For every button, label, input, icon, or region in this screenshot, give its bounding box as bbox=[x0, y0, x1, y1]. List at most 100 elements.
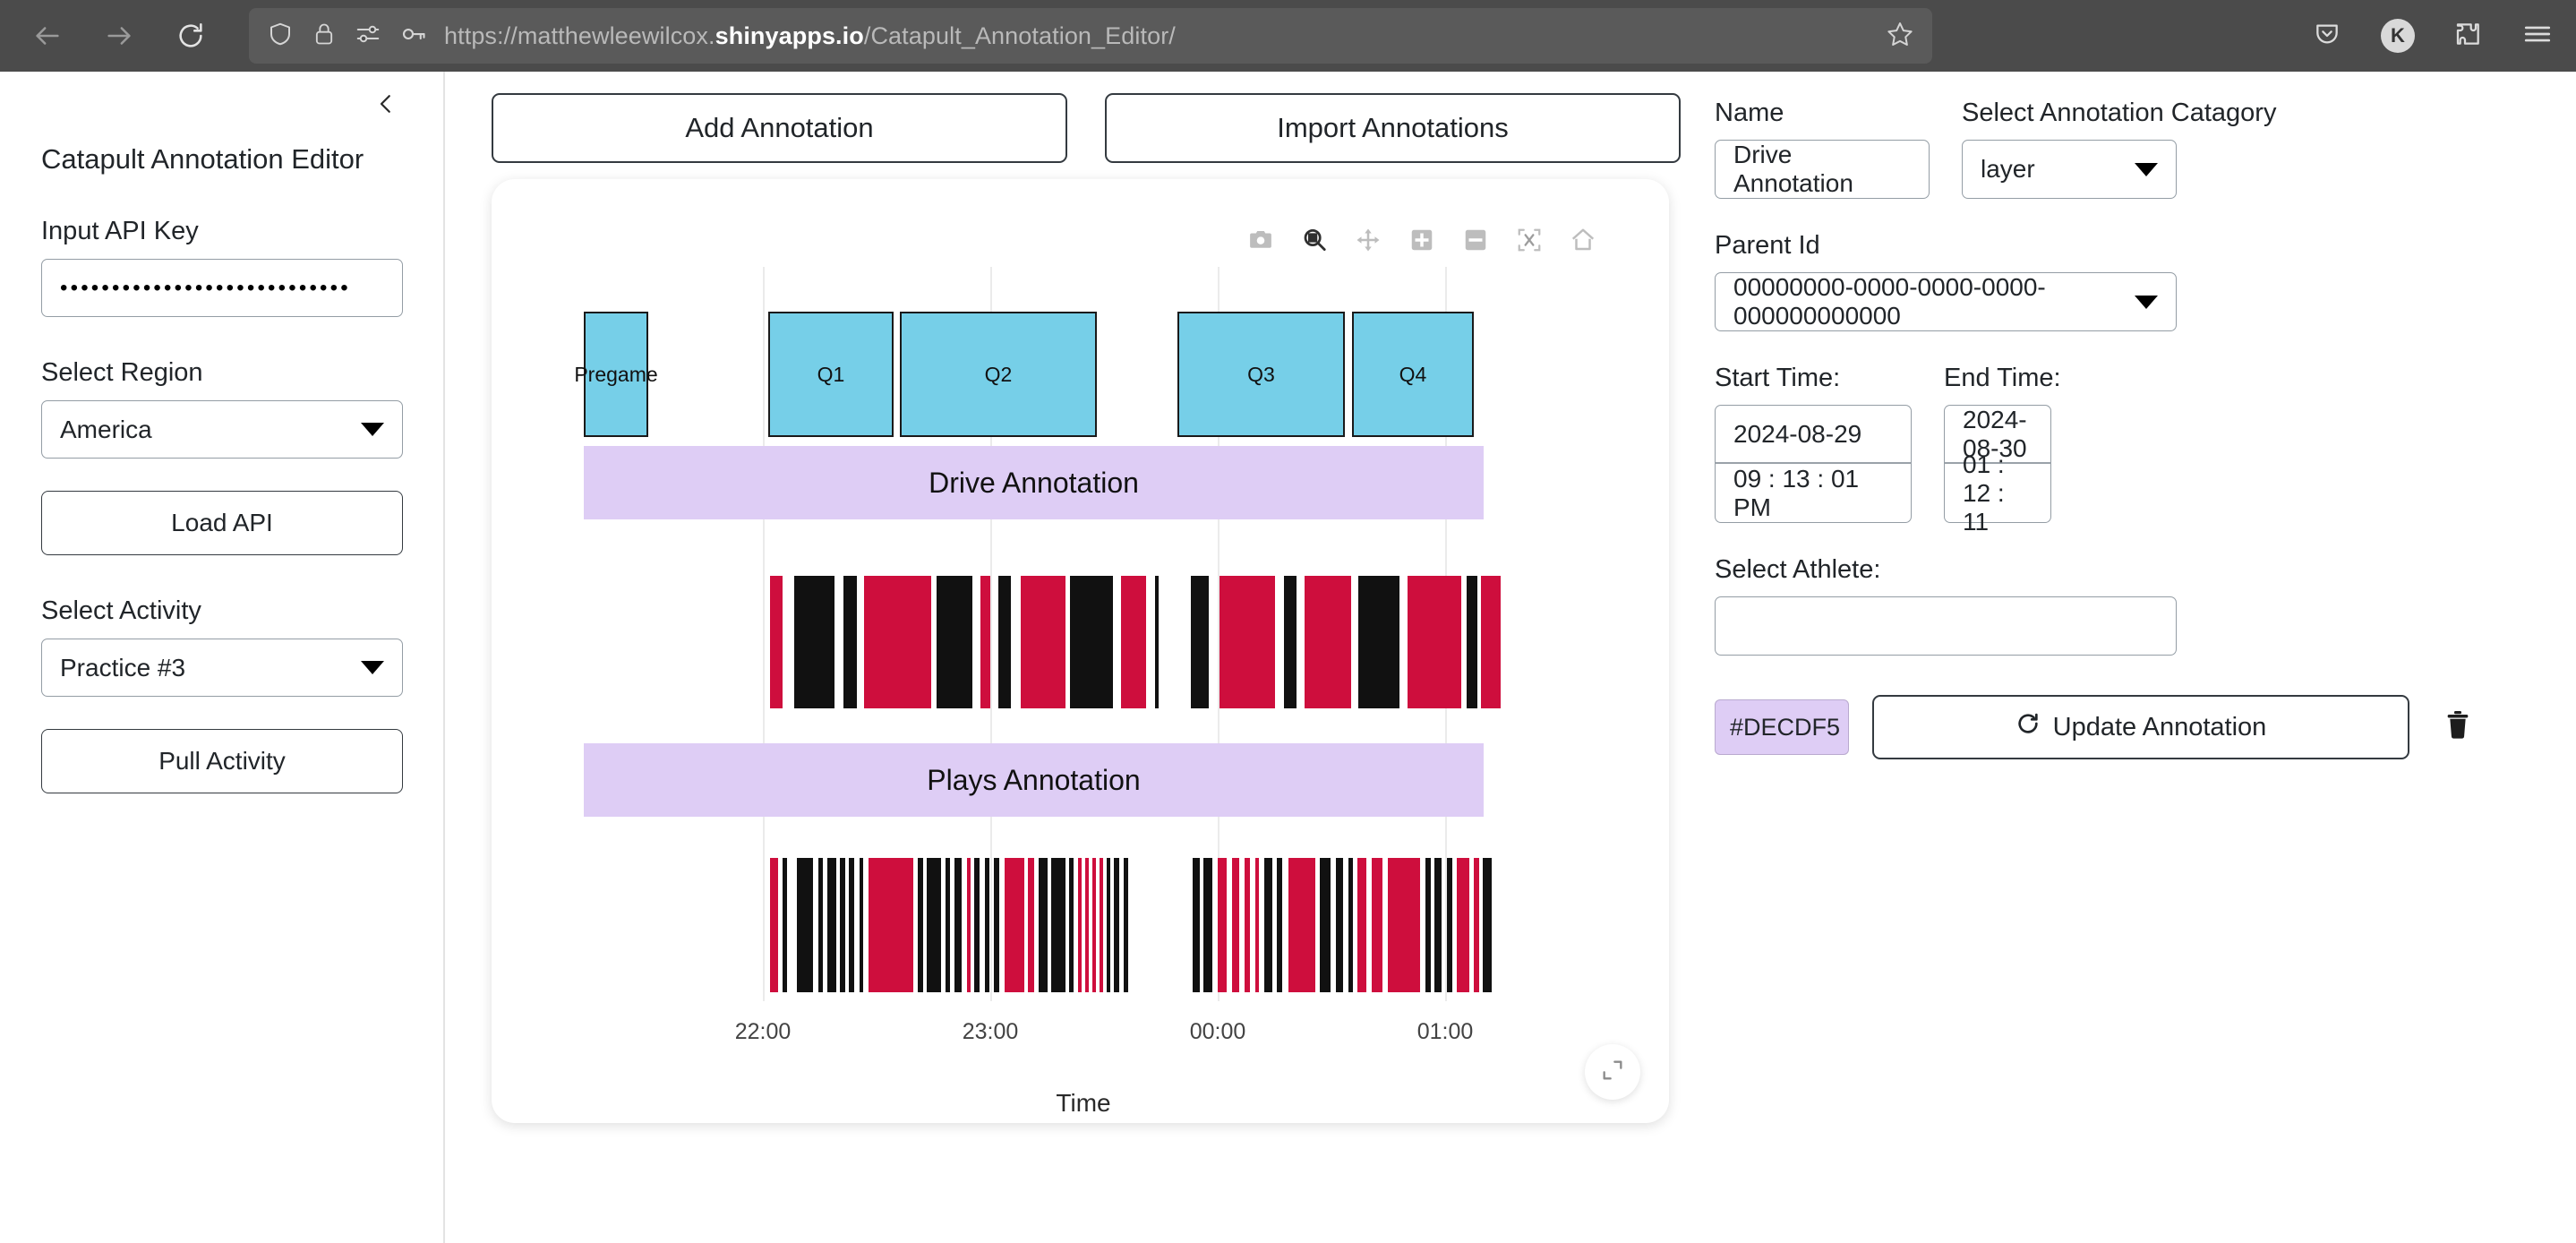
account-avatar[interactable]: K bbox=[2381, 19, 2415, 53]
star-bookmark-icon[interactable] bbox=[1886, 20, 1914, 53]
permissions-sliders-icon[interactable] bbox=[355, 21, 381, 52]
annotation-band[interactable]: Plays Annotation bbox=[584, 743, 1484, 817]
plays-event-bar[interactable] bbox=[1336, 858, 1343, 992]
drive-event-bar[interactable] bbox=[1481, 576, 1501, 708]
plays-event-bar[interactable] bbox=[797, 858, 813, 992]
sidebar-collapse-button[interactable] bbox=[368, 88, 404, 124]
plays-event-bar[interactable] bbox=[770, 858, 778, 992]
plays-event-bar[interactable] bbox=[1232, 858, 1239, 992]
plays-event-bar[interactable] bbox=[927, 858, 941, 992]
plays-event-bar[interactable] bbox=[1124, 858, 1128, 992]
plays-event-bar[interactable] bbox=[1193, 858, 1200, 992]
plays-event-bar[interactable] bbox=[840, 858, 845, 992]
plays-event-bar[interactable] bbox=[1348, 858, 1353, 992]
plays-event-bar[interactable] bbox=[1277, 858, 1282, 992]
plays-event-bar[interactable] bbox=[1114, 858, 1119, 992]
start-date-input[interactable]: 2024-08-29 bbox=[1715, 405, 1912, 464]
annotation-band[interactable]: Drive Annotation bbox=[584, 446, 1484, 519]
pocket-icon[interactable] bbox=[2313, 20, 2341, 53]
plays-event-bar[interactable] bbox=[849, 858, 854, 992]
drive-event-bar[interactable] bbox=[1284, 576, 1297, 708]
zoom-in-icon[interactable] bbox=[1408, 226, 1436, 254]
drive-event-bar[interactable] bbox=[1191, 576, 1209, 708]
plays-event-bar[interactable] bbox=[1085, 858, 1089, 992]
pull-activity-button[interactable]: Pull Activity bbox=[41, 729, 403, 793]
end-clock-input[interactable]: 01 : 12 : 11 bbox=[1944, 450, 2051, 536]
plays-event-bar[interactable] bbox=[1288, 858, 1315, 992]
drive-event-bar[interactable] bbox=[998, 576, 1011, 708]
plays-event-bar[interactable] bbox=[1357, 858, 1366, 992]
update-annotation-button[interactable]: Update Annotation bbox=[1872, 695, 2409, 759]
camera-download-icon[interactable] bbox=[1246, 226, 1275, 254]
parent-id-select[interactable]: 00000000-0000-0000-0000-000000000000 bbox=[1715, 272, 2177, 331]
plays-event-bar[interactable] bbox=[1372, 858, 1382, 992]
category-select[interactable]: layer bbox=[1962, 140, 2177, 199]
plays-event-bar[interactable] bbox=[1434, 858, 1442, 992]
plays-event-bar[interactable] bbox=[827, 858, 836, 992]
plays-event-bar[interactable] bbox=[1218, 858, 1227, 992]
key-icon[interactable] bbox=[399, 21, 426, 52]
import-annotations-button[interactable]: Import Annotations bbox=[1105, 93, 1681, 163]
plays-event-bar[interactable] bbox=[1457, 858, 1469, 992]
quarter-bar[interactable]: Q2 bbox=[900, 312, 1097, 437]
drive-event-bar[interactable] bbox=[1408, 576, 1461, 708]
drive-event-bar[interactable] bbox=[843, 576, 857, 708]
plays-event-bar[interactable] bbox=[1245, 858, 1250, 992]
plays-event-bar[interactable] bbox=[1078, 858, 1082, 992]
hamburger-menu-icon[interactable] bbox=[2522, 19, 2553, 54]
drive-event-bar[interactable] bbox=[1121, 576, 1146, 708]
reload-button[interactable] bbox=[167, 12, 215, 60]
add-annotation-button[interactable]: Add Annotation bbox=[492, 93, 1067, 163]
plays-event-bar[interactable] bbox=[1028, 858, 1034, 992]
plays-event-bar[interactable] bbox=[967, 858, 971, 992]
plays-event-bar[interactable] bbox=[946, 858, 950, 992]
lock-icon[interactable] bbox=[312, 21, 337, 51]
plays-event-bar[interactable] bbox=[1203, 858, 1212, 992]
drive-event-bar[interactable] bbox=[1305, 576, 1351, 708]
name-input[interactable]: Drive Annotation bbox=[1715, 140, 1930, 199]
shield-icon[interactable] bbox=[267, 21, 294, 52]
plays-event-bar[interactable] bbox=[985, 858, 989, 992]
plays-event-bar[interactable] bbox=[860, 858, 863, 992]
drive-event-bar[interactable] bbox=[1155, 576, 1159, 708]
plays-event-bar[interactable] bbox=[918, 858, 923, 992]
color-swatch-input[interactable]: #DECDF5 bbox=[1715, 699, 1849, 755]
plays-event-bar[interactable] bbox=[1320, 858, 1331, 992]
zoom-out-icon[interactable] bbox=[1461, 226, 1490, 254]
drive-event-bar[interactable] bbox=[770, 576, 783, 708]
plays-event-bar[interactable] bbox=[818, 858, 823, 992]
start-clock-input[interactable]: 09 : 13 : 01 PM bbox=[1715, 464, 1912, 523]
expand-plot-button[interactable] bbox=[1585, 1044, 1640, 1100]
drive-event-bar[interactable] bbox=[794, 576, 834, 708]
plays-event-bar[interactable] bbox=[1005, 858, 1024, 992]
plays-event-bar[interactable] bbox=[1425, 858, 1431, 992]
drive-event-bar[interactable] bbox=[1358, 576, 1399, 708]
plays-event-bar[interactable] bbox=[1069, 858, 1074, 992]
plays-event-bar[interactable] bbox=[974, 858, 980, 992]
delete-annotation-button[interactable] bbox=[2438, 704, 2478, 750]
pan-move-icon[interactable] bbox=[1354, 226, 1382, 254]
plays-event-bar[interactable] bbox=[1255, 858, 1259, 992]
plays-event-bar[interactable] bbox=[1264, 858, 1272, 992]
back-button[interactable] bbox=[23, 12, 72, 60]
activity-select[interactable]: Practice #3 bbox=[41, 639, 403, 697]
plays-event-bar[interactable] bbox=[1388, 858, 1420, 992]
url-text[interactable]: https://matthewleewilcox.shinyapps.io/Ca… bbox=[444, 22, 1868, 50]
drive-event-bar[interactable] bbox=[864, 576, 931, 708]
quarter-bar[interactable]: Pregame bbox=[574, 312, 658, 437]
athlete-select[interactable] bbox=[1715, 596, 2177, 656]
load-api-button[interactable]: Load API bbox=[41, 491, 403, 555]
drive-event-bar[interactable] bbox=[1070, 576, 1113, 708]
zoom-select-icon[interactable] bbox=[1300, 226, 1329, 254]
plays-event-bar[interactable] bbox=[1051, 858, 1065, 992]
drive-event-bar[interactable] bbox=[1220, 576, 1275, 708]
end-date-input[interactable]: 2024-08-30 bbox=[1944, 405, 2051, 464]
plays-event-bar[interactable] bbox=[1039, 858, 1048, 992]
plays-event-bar[interactable] bbox=[994, 858, 999, 992]
plays-event-bar[interactable] bbox=[1447, 858, 1452, 992]
plays-event-bar[interactable] bbox=[869, 858, 913, 992]
drive-event-bar[interactable] bbox=[980, 576, 990, 708]
region-select[interactable]: America bbox=[41, 400, 403, 459]
plays-event-bar[interactable] bbox=[783, 858, 787, 992]
